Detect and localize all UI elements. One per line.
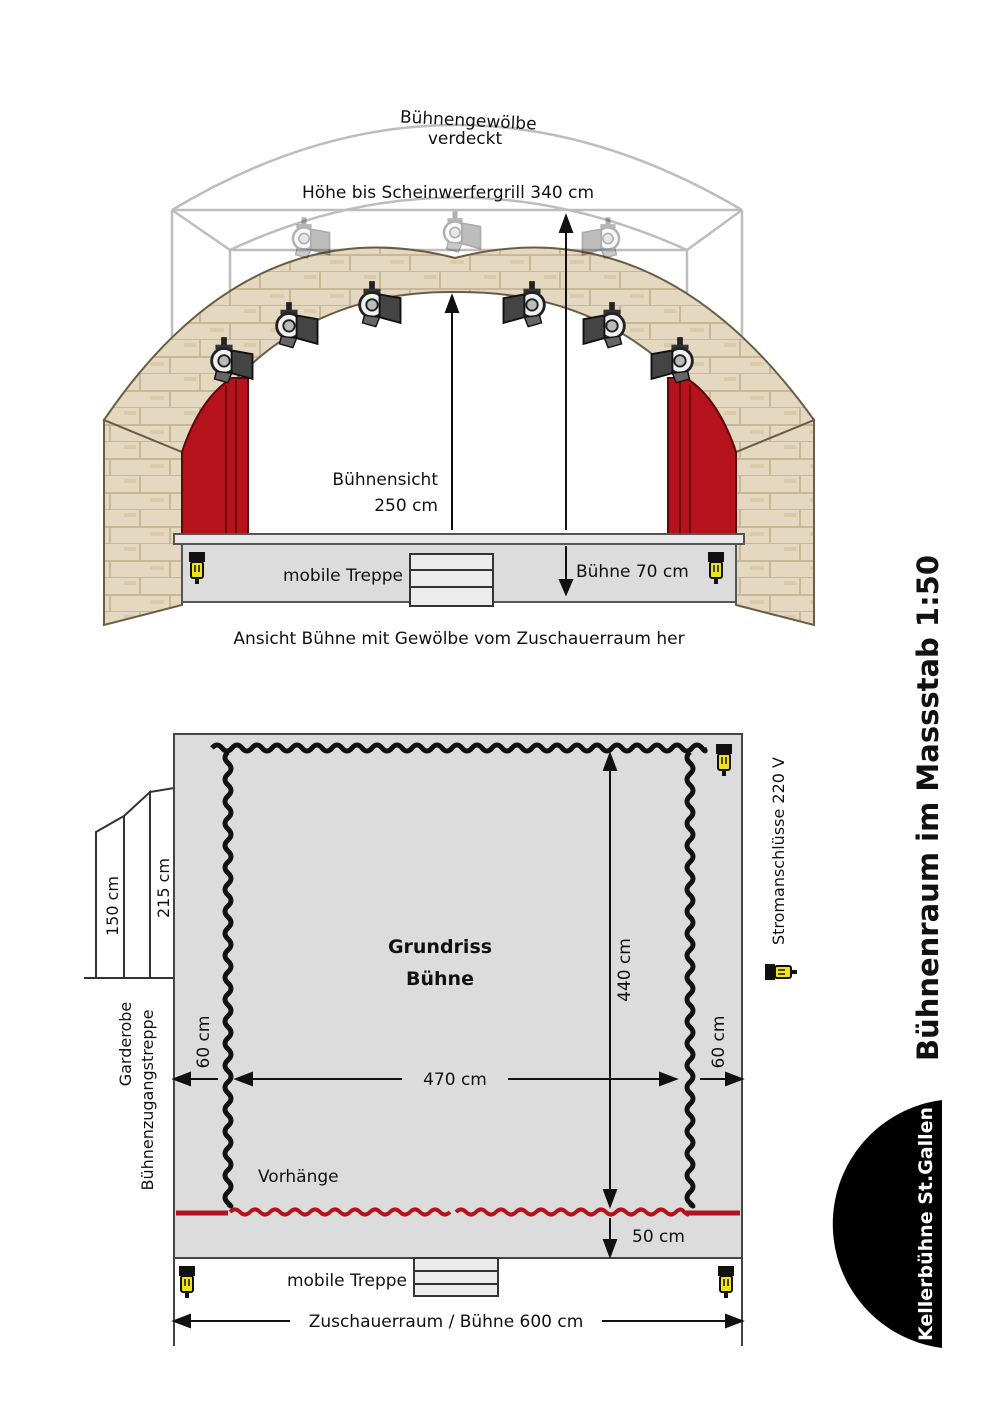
mobile-stairs [413,1257,499,1297]
venue-name: Kellerbühne St.Gallen [915,1107,937,1341]
plan-stairs-label: mobile Treppe [287,1271,407,1291]
side-left-label: 60 cm [194,1016,214,1069]
power-legend: Stromanschlüsse 220 V [764,757,798,981]
wardrobe-label-2: Bühnenzugangstreppe [138,1009,157,1190]
view-height-label-1: Bühnensicht [332,470,438,490]
plan-view: 150 cm 215 cm Garderobe Bühnenzugangstre… [84,733,745,1346]
power-socket-icon-5 [717,1265,735,1299]
plan-dimension-lines [171,751,745,1329]
elevation-view: Bühnengewölbe verdeckt Höhe bis Scheinwe… [102,107,816,649]
access-stairs [84,786,175,979]
dimension-lines [444,213,574,597]
venue-badge: Kellerbühne St.Gallen [832,1100,942,1348]
stone-arch [102,246,816,627]
depth-label: 440 cm [615,938,635,1002]
stage-floor [173,733,743,1259]
side-right-label: 60 cm [709,1016,729,1069]
curtains-label: Vorhänge [258,1167,339,1187]
view-height-label-2: 250 cm [374,496,438,516]
side-curtains [181,377,737,536]
power-socket-icon-4 [178,1265,196,1299]
power-socket-icon-legend [764,963,798,981]
total-width-label: Zuschauerraum / Bühne 600 cm [309,1312,584,1332]
step-215-label: 215 cm [154,858,173,918]
stage-platform [173,533,745,607]
plan-title-2: Bühne [406,968,474,990]
spotlight-icon-8 [442,210,482,254]
elevation-caption: Ansicht Bühne mit Gewölbe vom Zuschauerr… [233,629,684,649]
grill-height-label: Höhe bis Scheinwerfergrill 340 cm [302,183,594,203]
step-150-label: 150 cm [103,876,122,936]
front-depth-label: 50 cm [632,1227,685,1247]
width-inner-label: 470 cm [423,1070,487,1090]
curtain-lines [176,742,740,1217]
wardrobe-label-1: Garderobe [116,1002,135,1087]
vault-subtitle: verdeckt [428,129,503,149]
side-title: Bühnenraum im Massstab 1:50 [911,555,945,1061]
stage-height-label: Bühne 70 cm [576,562,689,582]
spotlight-icon-9 [581,216,621,260]
mobile-stairs-label: mobile Treppe [283,566,403,586]
plan-title-1: Grundriss [388,936,492,958]
power-legend-label: Stromanschlüsse 220 V [769,757,788,945]
